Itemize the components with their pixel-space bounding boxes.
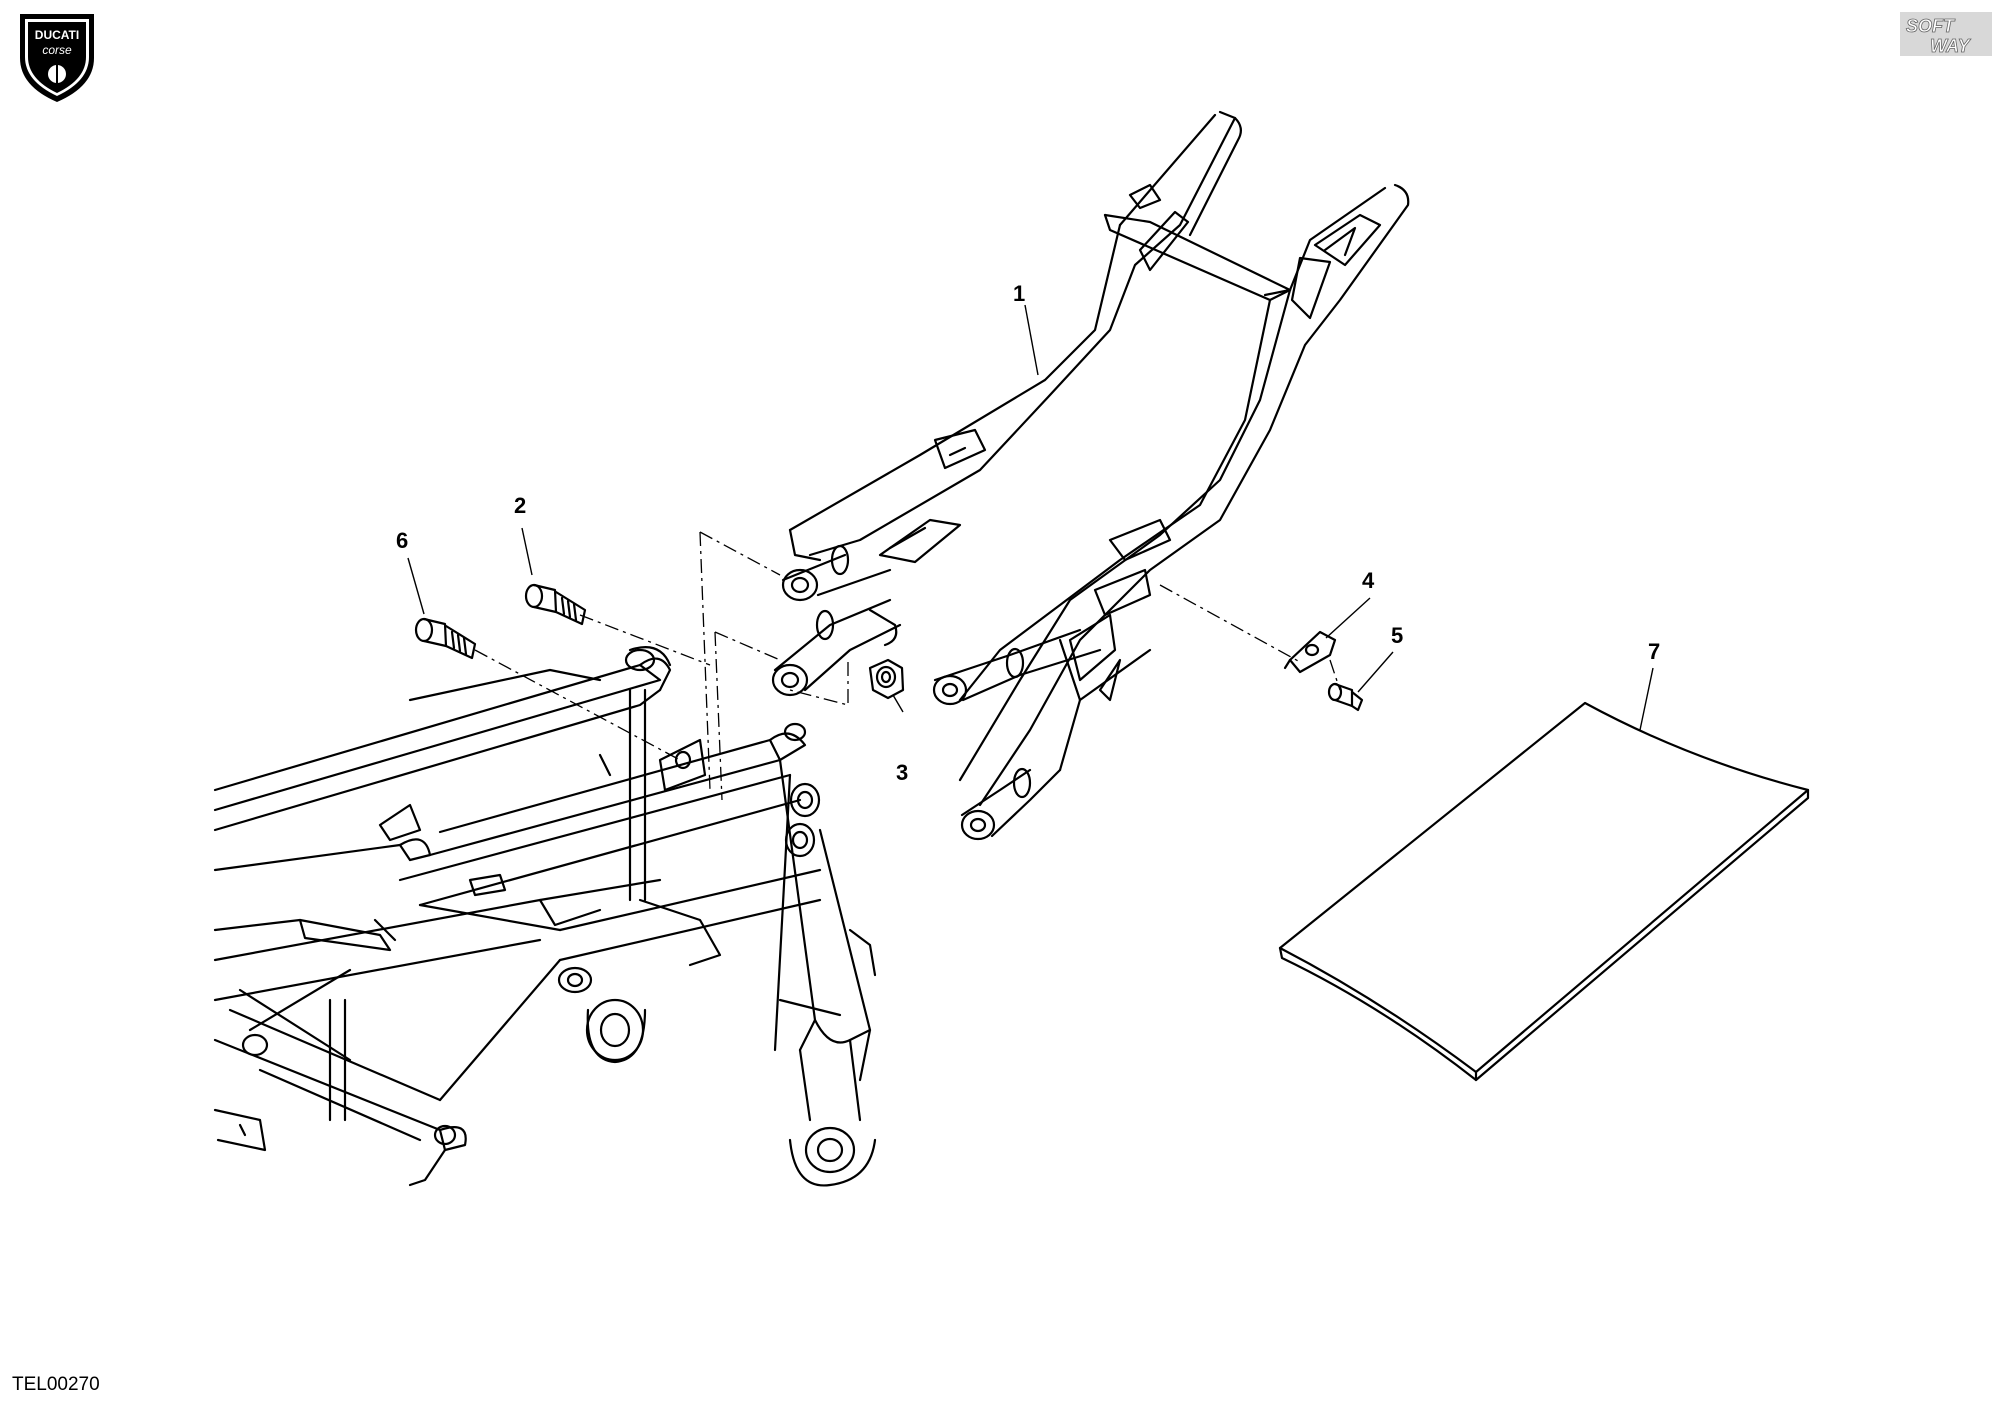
softway-logo-icon: SOFT WAY — [1900, 12, 1992, 56]
callout-5: 5 — [1391, 623, 1404, 648]
callout-6: 6 — [396, 528, 409, 553]
callout-1: 1 — [1013, 281, 1026, 306]
logo-line-corse: corse — [42, 43, 72, 57]
nut-part-3 — [868, 658, 905, 700]
bolt-part-6 — [414, 617, 477, 660]
rear-subframe-part-1 — [771, 110, 1410, 841]
leader-line-4 — [1325, 597, 1371, 639]
logo-line-way: WAY — [1930, 36, 1972, 56]
drawing-code: TEL00270 — [12, 1374, 100, 1395]
main-frame-trellis — [213, 646, 877, 1187]
leader-line-3 — [892, 694, 904, 713]
leader-line-6 — [407, 557, 425, 615]
callout-7: 7 — [1648, 639, 1661, 664]
leader-line-7 — [1639, 667, 1654, 731]
clip-part-4 — [1283, 630, 1337, 674]
logo-line-ducati: DUCATI — [35, 28, 79, 42]
callout-4: 4 — [1362, 568, 1375, 593]
bolt-part-2 — [524, 583, 587, 626]
ducati-corse-shield-icon: DUCATI corse — [20, 14, 94, 102]
logo-line-soft: SOFT — [1906, 16, 1956, 36]
callout-2: 2 — [514, 493, 527, 518]
leader-line-1 — [1024, 304, 1039, 376]
screw-part-5 — [1327, 682, 1364, 712]
leader-line-2 — [521, 527, 533, 576]
sheet-part-7 — [1278, 701, 1810, 1082]
leader-lines — [407, 304, 1654, 731]
callout-3: 3 — [896, 760, 909, 785]
assembly-lines — [474, 531, 1341, 801]
leader-line-5 — [1357, 651, 1394, 693]
